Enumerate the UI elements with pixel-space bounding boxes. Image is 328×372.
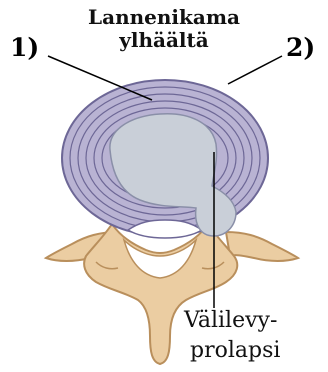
pointer-line-1 [48,56,152,100]
caption-line-2: prolapsi [190,336,280,366]
marker-2: 2) [286,34,315,62]
right-transverse-process [226,232,298,261]
marker-1: 1) [10,34,39,62]
caption-line-1: Välilevy- [184,306,277,336]
title-line-1: Lannenikama [64,6,264,29]
title-line-2: ylhäältä [64,29,264,52]
intervertebral-disc [62,80,268,238]
diagram-title: Lannenikama ylhäältä [64,6,264,52]
pointer-line-2 [228,56,282,84]
